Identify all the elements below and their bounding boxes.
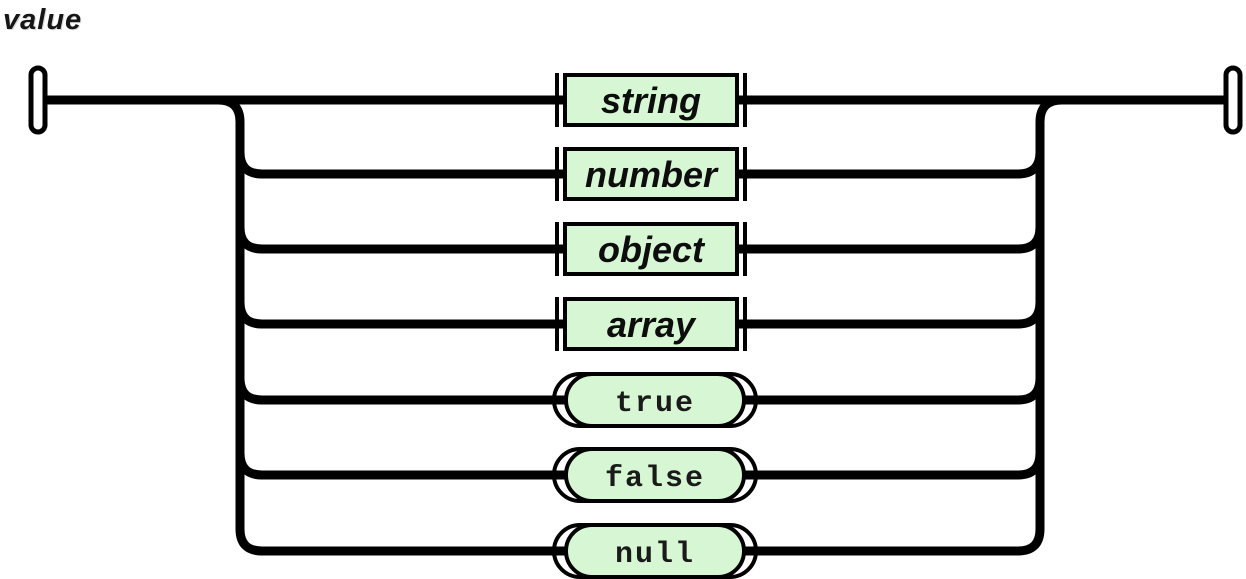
- node-box-object: [563, 222, 739, 276]
- node-label-null: null: [615, 538, 695, 572]
- node-pill-null: [564, 523, 746, 579]
- node-string: string: [555, 73, 747, 127]
- node-label-true: true: [615, 387, 695, 421]
- node-label-number: number: [585, 154, 719, 195]
- node-label-array: array: [607, 304, 697, 345]
- node-pill-false: [564, 447, 746, 503]
- left-branch-spine: [217, 95, 568, 556]
- node-box-string: [563, 73, 739, 127]
- branch-right-array: [737, 301, 1045, 329]
- node-number: number: [555, 147, 747, 201]
- node-true: true: [552, 372, 758, 428]
- node-pill-true: [564, 372, 746, 428]
- node-false: false: [552, 447, 758, 503]
- branch-left-number: [235, 151, 565, 179]
- branch-right-false: [742, 452, 1045, 480]
- branch-right-number: [737, 151, 1045, 179]
- branch-right-object: [737, 226, 1045, 254]
- node-label-false: false: [605, 462, 705, 496]
- node-object: object: [555, 222, 747, 276]
- node-box-number: [563, 147, 739, 201]
- node-label-string: string: [601, 80, 701, 121]
- start-terminal: [28, 65, 48, 135]
- node-array: array: [555, 297, 747, 351]
- branch-left-true: [235, 377, 568, 405]
- track-lines: [44, 95, 1227, 556]
- branch-left-false: [235, 452, 568, 480]
- rule-title: value: [3, 4, 83, 36]
- branch-right-true: [742, 377, 1045, 405]
- node-box-array: [563, 297, 739, 351]
- node-label-object: object: [598, 229, 706, 270]
- end-terminal: [1223, 65, 1243, 135]
- right-branch-spine: [742, 95, 1063, 556]
- branch-left-object: [235, 226, 565, 254]
- branch-left-array: [235, 301, 565, 329]
- node-null: null: [552, 523, 758, 579]
